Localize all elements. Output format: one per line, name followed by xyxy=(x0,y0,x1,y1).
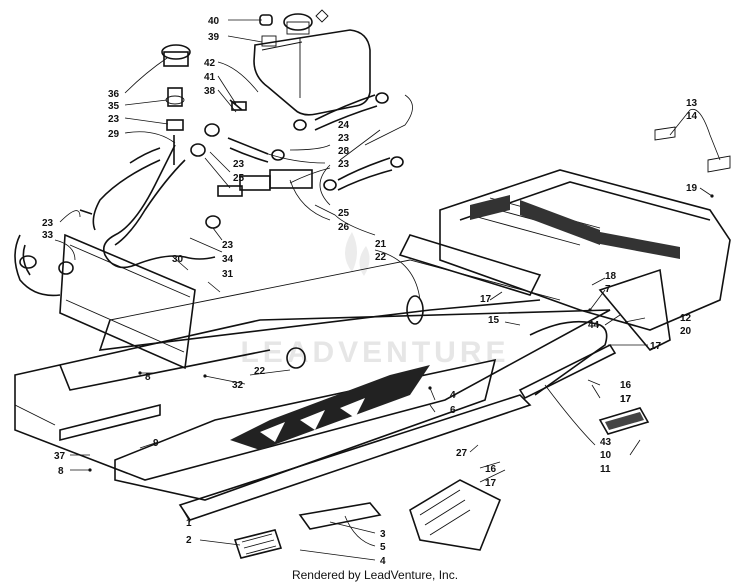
callout: 35 xyxy=(108,101,120,112)
rear-bumper-frame xyxy=(398,126,731,435)
callout: 21 xyxy=(375,239,387,250)
callout: 40 xyxy=(208,16,220,27)
callout: 3 xyxy=(380,529,386,540)
callout: 23 xyxy=(42,218,54,229)
callout: 1 xyxy=(186,518,192,529)
callout: 19 xyxy=(686,183,698,194)
callout: 34 xyxy=(222,254,234,265)
callout: 11 xyxy=(600,464,611,475)
callout: 14 xyxy=(686,111,698,122)
callout: 32 xyxy=(232,380,244,391)
callout: 17 xyxy=(650,341,662,352)
callout: 4 xyxy=(380,556,386,567)
callout: 15 xyxy=(488,315,500,326)
callout: 9 xyxy=(153,438,159,449)
callout: 8 xyxy=(58,466,64,477)
callout: 31 xyxy=(222,269,234,280)
hoses-and-clamps xyxy=(92,92,404,269)
callout: 17 xyxy=(480,294,492,305)
watermark-text: LEADVENTURE xyxy=(240,336,509,369)
callout: 4 xyxy=(450,390,456,401)
callout: 22 xyxy=(254,366,266,377)
tunnel-panel xyxy=(14,259,611,521)
callout: 8 xyxy=(145,372,151,383)
callout: 44 xyxy=(588,320,600,331)
oil-tank xyxy=(253,9,371,116)
callout: 24 xyxy=(338,120,350,131)
callout: 36 xyxy=(108,89,120,100)
filler-neck-assembly xyxy=(129,44,191,165)
callout: 17 xyxy=(620,394,632,405)
callout: 17 xyxy=(485,478,497,489)
callout: 26 xyxy=(338,222,350,233)
credit-line: Rendered by LeadVenture, Inc. xyxy=(291,568,459,582)
callout: 28 xyxy=(338,146,350,157)
callout: 17 xyxy=(620,394,632,405)
callout: 7 xyxy=(605,284,611,295)
callout: 23 xyxy=(338,133,350,144)
callout: 23 xyxy=(233,159,245,170)
callout: 37 xyxy=(54,451,66,462)
leader-lines xyxy=(54,19,721,561)
callout: 23 xyxy=(338,159,350,170)
callout: 38 xyxy=(204,86,216,97)
callout: 22 xyxy=(375,252,387,263)
callout: 13 xyxy=(686,98,698,109)
callout: 16 xyxy=(485,464,497,475)
callout: 42 xyxy=(204,58,216,69)
callout: 23 xyxy=(222,240,234,251)
callout: 12 xyxy=(680,313,692,324)
callout: 23 xyxy=(108,114,120,125)
callout: 6 xyxy=(450,405,456,416)
callout: 25 xyxy=(233,173,245,184)
callout: 25 xyxy=(338,208,350,219)
callout: 43 xyxy=(600,437,612,448)
callout: 30 xyxy=(172,254,184,265)
side-panel xyxy=(14,209,196,370)
callout: 39 xyxy=(208,32,220,43)
callout: 33 xyxy=(42,230,54,241)
callout: 27 xyxy=(456,448,468,459)
fastener-dots xyxy=(88,194,714,472)
callout: 18 xyxy=(605,271,617,282)
bottom-plates xyxy=(233,295,502,559)
callout: 16 xyxy=(620,380,632,391)
watermark: LEADVENTURE xyxy=(240,232,509,369)
callout: 2 xyxy=(186,535,192,546)
callout: 20 xyxy=(680,326,692,337)
callout: 5 xyxy=(380,542,386,553)
callout-labels: 40 39 42 41 38 36 35 23 29 24 23 28 23 2… xyxy=(42,16,698,567)
callout: 29 xyxy=(108,129,120,140)
callout: 41 xyxy=(204,72,216,83)
callout: 10 xyxy=(600,450,612,461)
